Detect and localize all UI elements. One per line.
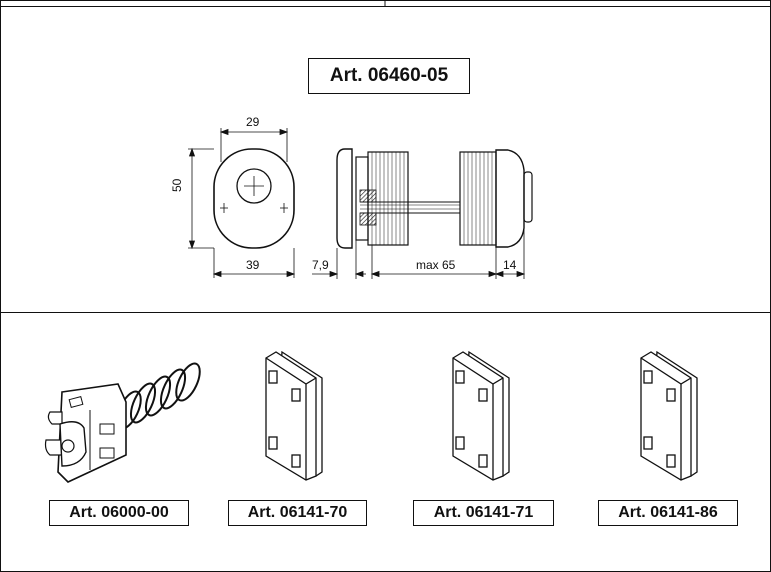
spring-clamp-icon [44,362,201,483]
cam-bar-icon [265,350,323,481]
accessory-label: Art. 06141-86 [598,500,738,526]
side-view-cylinder [336,148,533,249]
side-view-dimensions [312,228,526,279]
dim-height-left: 50 [170,178,184,192]
cam-bar-icon [452,350,510,481]
accessory-label: Art. 06141-70 [228,500,367,526]
dim-width-bottom: 39 [246,258,260,272]
accessory-label: Art. 06000-00 [49,500,189,526]
front-view-cylinder [213,148,295,249]
dim-cap: 14 [503,258,517,272]
accessory-label: Art. 06141-71 [413,500,554,526]
main-article-label: Art. 06460-05 [308,58,470,94]
dim-width-top: 29 [246,115,260,129]
dim-collar: 7,9 [312,258,329,272]
dim-length: max 65 [416,258,456,272]
cam-bar-icon [640,350,698,481]
front-view-dimensions [188,128,296,278]
